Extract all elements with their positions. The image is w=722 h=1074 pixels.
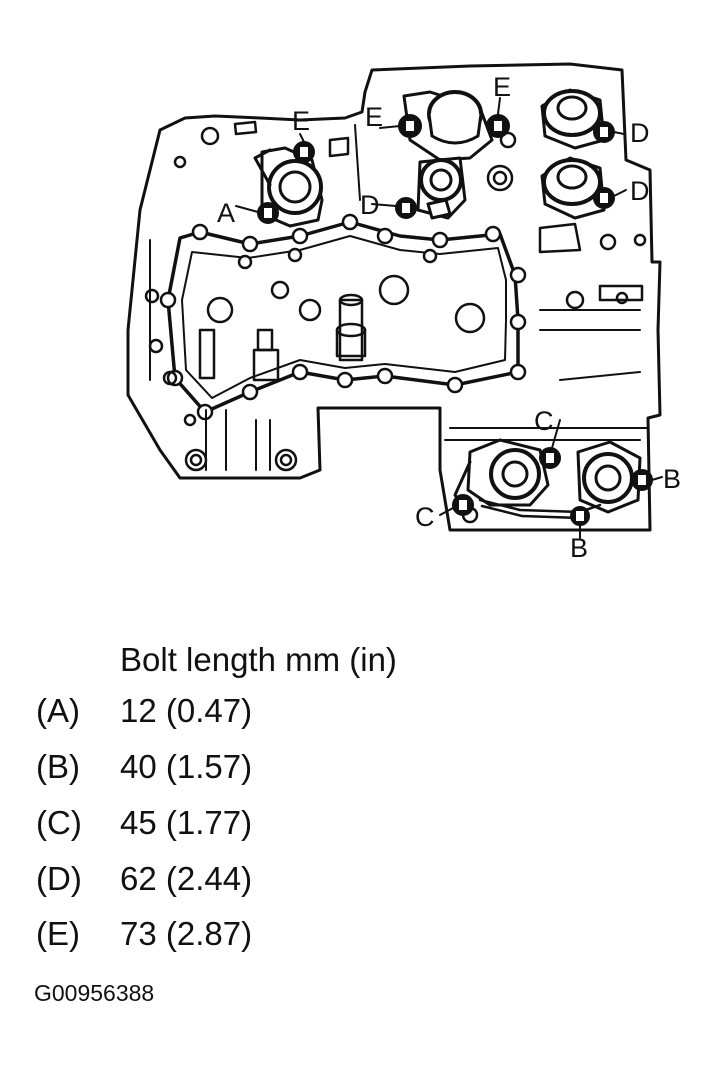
callout-e-center-left: E	[365, 102, 383, 132]
legend-value: 62 (2.44)	[120, 860, 253, 897]
solenoid-right-bottom	[540, 156, 606, 220]
solenoid-top-center	[402, 90, 494, 162]
callout-d-right-bottom: D	[630, 176, 650, 206]
legend-value: 12 (0.47)	[120, 692, 253, 729]
callout-b-right: B	[663, 464, 681, 494]
legend-value: 45 (1.77)	[120, 804, 253, 841]
legend-key: (B)	[36, 748, 80, 785]
legend-key: (E)	[36, 915, 80, 952]
callout-c-middle: C	[534, 406, 554, 436]
bolt-heads	[257, 114, 653, 526]
leader-lines	[235, 97, 663, 539]
casting-bolt-holes	[144, 126, 647, 524]
legend-key: (D)	[36, 860, 82, 897]
callout-e-center-right: E	[493, 72, 511, 102]
solenoid-lower-right	[576, 440, 642, 514]
callout-e-left: E	[292, 106, 310, 136]
callout-d-right-top: D	[630, 118, 650, 148]
callout-a: A	[217, 198, 235, 228]
valve-body-drawing: A B B C C D D D E E E	[126, 62, 681, 563]
solenoid-right-top	[540, 88, 606, 150]
callout-c-left: C	[415, 502, 435, 532]
legend-title: Bolt length mm (in)	[120, 641, 397, 678]
solenoid-center	[416, 156, 467, 220]
figure-id: G00956388	[34, 980, 155, 1006]
legend-key: (C)	[36, 804, 82, 841]
callout-b-bottom: B	[570, 533, 588, 563]
solenoid-lower-left	[453, 438, 550, 507]
valve-body-outline	[126, 62, 662, 532]
legend-value: 40 (1.57)	[120, 748, 253, 785]
wire-harness	[478, 498, 602, 520]
legend-key: (A)	[36, 692, 80, 729]
gasket-bolt-holes	[159, 213, 527, 421]
interior-bosses	[198, 274, 486, 471]
callout-d-middle: D	[360, 190, 380, 220]
legend-value: 73 (2.87)	[120, 915, 253, 952]
